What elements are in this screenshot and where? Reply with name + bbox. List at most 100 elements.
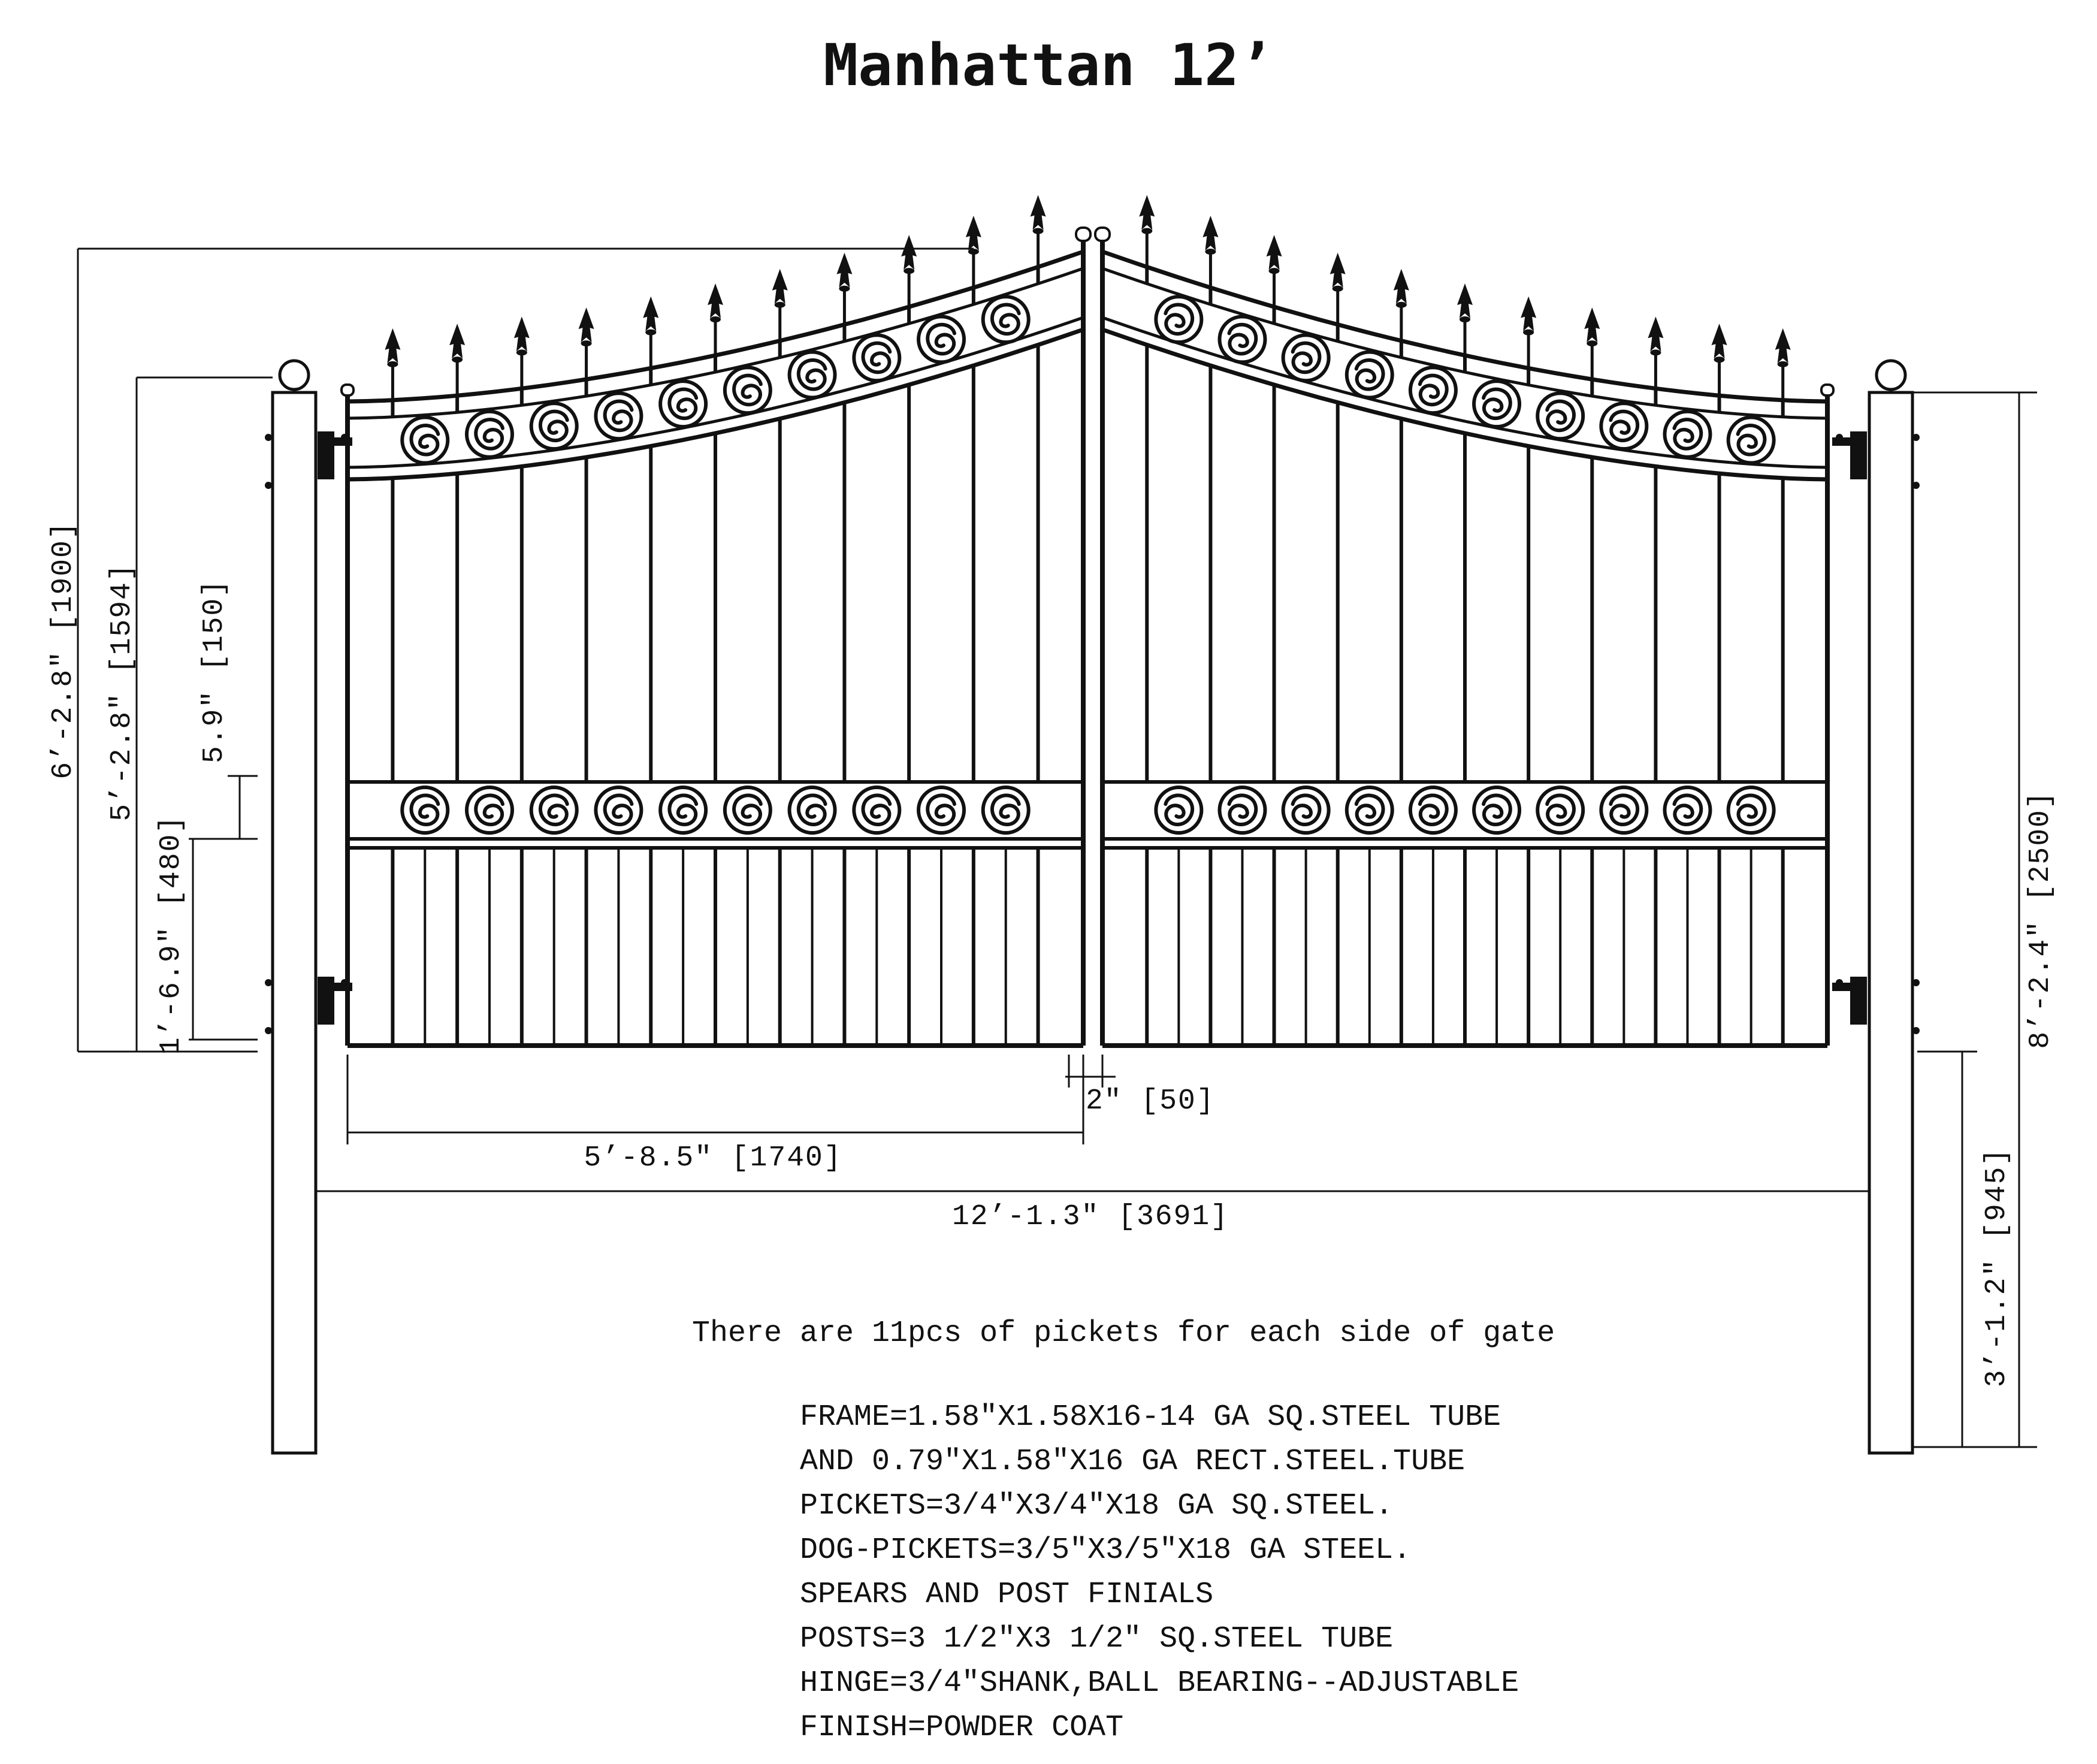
top-rail [1102,316,1828,469]
scroll-ornament-icon [983,297,1029,342]
scroll-ornament-icon [854,787,899,833]
drawing-title: Manhattan 12’ [823,32,1273,99]
scroll-ornament-icon [1729,418,1774,463]
spec-line: FINISH=POWDER COAT [800,1711,1123,1745]
gate-leaf-left [340,195,1092,1048]
spear-icon [1775,328,1791,400]
spec-line: PICKETS=3/4"X3/4"X18 GA SQ.STEEL. [800,1489,1393,1523]
scroll-ornament-icon [1410,787,1456,833]
scroll-ornament-icon [918,316,964,362]
scroll-ornament-icon [467,787,512,833]
spear-icon [514,316,530,388]
scroll-ornament-icon [1664,787,1710,833]
hinge-top-right-icon [1832,431,1920,489]
dim-gap: 2" [50] [1065,1055,1215,1117]
dim-frame-height-label: 5’-2.8" [1594] [106,563,138,821]
scroll-ornament-icon [596,787,641,833]
top-rail [1102,267,1828,420]
scroll-ornament-icon [1601,787,1646,833]
spear-icon [579,307,594,379]
scroll-ornament-icon [1220,316,1265,362]
dim-scroll-band-label: 5.9" [150] [198,579,231,763]
scroll-ornament-icon [660,381,706,427]
dim-leaf-width-label: 5’-8.5" [1740] [584,1142,842,1174]
spear-icon [1139,195,1155,267]
dim-bottom-section: 1’-6.9" [480] [155,815,258,1055]
scroll-ornament-icon [1537,393,1583,439]
scroll-ornament-icon [918,787,964,833]
dim-post-height: 8’-2.4" [2500] [1911,391,2057,1448]
spear-icon [1394,269,1409,341]
spec-line: SPEARS AND POST FINIALS [800,1578,1213,1612]
hinge-top-left-icon [265,431,352,489]
spear-icon [449,324,465,395]
stile-cap [340,383,355,397]
scroll-ornament-icon [1474,381,1519,427]
scroll-ornament-icon [596,393,641,439]
top-rail [347,316,1084,469]
spear-icon [1330,253,1346,325]
spear-icon [1648,316,1663,388]
scroll-ornament-icon [1537,787,1583,833]
dim-post-below-label: 3’-1.2" [945] [1981,1147,2013,1387]
spear-icon [772,269,788,341]
spear-icon [385,328,400,400]
hinge-bottom-right-icon [1832,977,1920,1034]
scroll-ornament-icon [725,367,770,413]
spec-line: DOG-PICKETS=3/5"X3/5"X18 GA STEEL. [800,1533,1411,1567]
top-rail [347,267,1084,420]
scroll-ornament-icon [1729,787,1774,833]
dim-post-below: 3’-1.2" [945] [1917,1050,2013,1447]
stile-cap [1820,383,1835,397]
scroll-ornament-icon [467,412,512,457]
dim-overall-width-label: 12’-1.3" [3691] [952,1201,1229,1233]
scroll-ornament-icon [1283,335,1329,380]
spec-list: FRAME=1.58"X1.58X16-14 GA SQ.STEEL TUBEA… [800,1400,1519,1745]
hinge-bottom-left-icon [265,977,352,1034]
scroll-ornament-icon [531,787,577,833]
spear-icon [966,216,981,288]
scroll-ornament-icon [725,787,770,833]
spear-icon [1521,297,1536,368]
scroll-ornament-icon [531,403,577,449]
stile-cap [1094,226,1111,242]
spear-icon [1202,216,1218,288]
scroll-ornament-icon [1220,787,1265,833]
spear-icon [1267,235,1282,307]
scroll-ornament-icon [790,352,835,398]
dim-post-height-label: 8’-2.4" [2500] [2025,790,2057,1049]
scroll-ornament-icon [1664,412,1710,457]
spear-icon [901,235,917,307]
spec-line: HINGE=3/4"SHANK,BALL BEARING--ADJUSTABLE [800,1666,1519,1700]
spear-icon [1712,324,1727,395]
spear-icon [1031,195,1046,267]
dim-scroll-band: 5.9" [150] [198,579,258,840]
spec-line: AND 0.79"X1.58"X16 GA RECT.STEEL.TUBE [800,1445,1465,1479]
dim-frame-height: 5’-2.8" [1594] [106,376,273,1052]
scroll-ornament-icon [402,418,448,463]
scroll-ornament-icon [854,335,899,380]
left-post [271,361,318,1455]
right-post [1868,361,1914,1455]
scroll-ornament-icon [660,787,706,833]
pickets-note: There are 11pcs of pickets for each side… [692,1316,1555,1351]
scroll-ornament-icon [1347,787,1392,833]
dim-leaf-width: 5’-8.5" [1740] [346,1055,1084,1174]
scroll-ornament-icon [1474,787,1519,833]
scroll-ornament-icon [983,787,1029,833]
spear-icon [708,283,723,355]
scroll-ornament-icon [1156,297,1201,342]
dim-total-height: 6’-2.8" [1900] [47,247,974,1053]
spear-icon [1584,307,1600,379]
scroll-ornament-icon [402,787,448,833]
stile-cap [1075,226,1092,242]
dim-total-height-label: 6’-2.8" [1900] [47,521,80,779]
dim-gap-label: 2" [50] [1086,1085,1215,1117]
scroll-ornament-icon [1347,352,1392,398]
dim-overall-width: 12’-1.3" [3691] [316,1190,1869,1233]
gate-leaf-right [1094,195,1835,1048]
scroll-ornament-icon [1601,403,1646,449]
scroll-ornament-icon [1410,367,1456,413]
spear-icon [836,253,852,325]
